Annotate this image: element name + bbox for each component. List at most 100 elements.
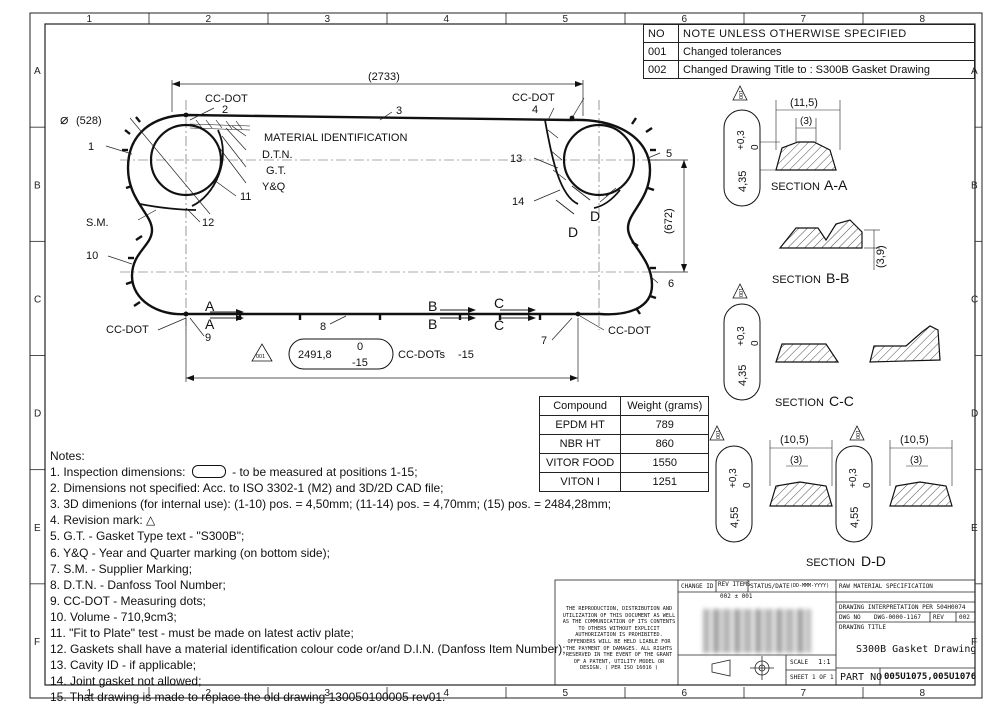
drawing-title-label: DRAWING TITLE [839, 624, 886, 631]
border-ticks [30, 13, 982, 698]
rev-value: 002 [959, 614, 970, 621]
revision-note: Changed Drawing Title to : S300B Gasket … [678, 60, 975, 79]
section-dd-tol-upper-right: +0,3 [848, 468, 859, 488]
section-dd-tol-upper-left: +0,3 [728, 468, 739, 488]
projection-symbol-icon [711, 656, 774, 680]
revision-no: 001 [643, 42, 679, 61]
weights-header-weight: Weight (grams) [620, 396, 710, 416]
section-bb-title-prefix: SECTION [772, 274, 821, 286]
border-col-label: 2 [206, 14, 212, 25]
pos-8: 8 [320, 321, 326, 333]
inner-frame [44, 23, 976, 686]
border-row-label: E [34, 523, 41, 534]
right-port-ring [562, 123, 636, 197]
section-cc-value: 4,35 [737, 365, 749, 386]
gasket-main-view [105, 80, 688, 382]
dwg-no-label: DWG NO [839, 614, 861, 621]
border-col-label: 8 [920, 14, 926, 25]
change-id-label: CHANGE ID [681, 583, 714, 590]
pos-14: 14 [512, 196, 524, 208]
revision-triangle-icon [251, 343, 273, 362]
border-row-label: B [34, 180, 41, 191]
notes-block: Notes: 1. Inspection dimensions: - to be… [50, 448, 611, 706]
section-bb-profile [778, 219, 863, 249]
revision-mark: 001 [739, 90, 745, 99]
pos-12: 12 [202, 217, 214, 229]
part-no-label: PART NO [840, 672, 883, 683]
cc-dot-label-bottom-right: CC-DOT [608, 325, 651, 337]
section-dd-value-left: 4,55 [729, 507, 741, 528]
table-row: 001 Changed tolerances [643, 42, 975, 61]
revision-table: NO NOTE UNLESS OTHERWISE SPECIFIED 001 C… [643, 24, 975, 79]
border-row-label: A [971, 66, 978, 77]
yq-label: Y&Q [262, 181, 286, 193]
weight-cell: 789 [620, 415, 710, 435]
section-aa-title-letter: A-A [824, 177, 848, 193]
section-cc-profile-right [869, 325, 941, 363]
section-dd-title-prefix: SECTION [806, 557, 855, 569]
section-aa-tol-lower: 0 [750, 144, 761, 150]
note-1-text: 1. Inspection dimensions: [50, 465, 186, 480]
note-item: 8. D.T.N. - Danfoss Tool Number; [50, 577, 226, 592]
pos-2: 2 [222, 104, 228, 116]
note-4-text: 4. Revision mark: [50, 513, 143, 528]
note-item: 7. S.M. - Supplier Marking; [50, 561, 193, 576]
main-view-labels: (2733) ⌀ (528) (672) CC-DOT CC-DOT CC-DO… [60, 71, 675, 370]
border-row-label: F [971, 637, 977, 648]
pos-3: 3 [396, 105, 402, 117]
border-col-label: 5 [563, 14, 569, 25]
revision-triangle-icon: △ [146, 513, 156, 528]
section-aa-dim-inner: (3) [800, 116, 812, 127]
revision-mark: 001 [739, 288, 745, 297]
section-bb-title-letter: B-B [826, 270, 849, 286]
section-aa-profile [775, 141, 837, 171]
gasket-outline [126, 113, 654, 316]
section-letter-d-right: D [590, 208, 600, 224]
dim-length: (2733) [368, 71, 400, 83]
section-cc-tol-upper: +0,3 [736, 326, 747, 346]
border-row-label: B [971, 180, 978, 191]
section-letter-c-top: C [494, 295, 504, 311]
section-dd: 001 001 4,55 4,55 +0,3 0 +0,3 0 (10,5) (… [709, 425, 953, 569]
drawing-interpretation: DRAWING INTERPRETATION PER 504H0074 [839, 604, 966, 611]
section-letter-b-bottom: B [428, 316, 437, 332]
note-1-text-after: - to be measured at positions 1-15; [232, 465, 418, 480]
border-col-label: 1 [87, 688, 93, 699]
raw-material-label: RAW MATERIAL SPECIFICATION [839, 583, 933, 590]
inspection-capsule [723, 303, 761, 401]
compound-cell: EPDM HT [538, 415, 622, 435]
pos-7: 7 [541, 335, 547, 347]
revision-mark: 001 [856, 430, 862, 439]
border-col-label: 7 [801, 14, 807, 25]
compound-cell: VITON I [538, 472, 622, 492]
revision-mark: 001 [716, 430, 722, 439]
cc-dot-label-top-right: CC-DOT [512, 92, 555, 104]
dtn-label: D.T.N. [262, 149, 293, 161]
revision-triangle-icon [732, 85, 748, 101]
pos-10: 10 [86, 250, 98, 262]
signature-redacted [703, 609, 811, 653]
section-aa: 001 4,35 +0,3 0 (11,5) (3) SECTION A-A [723, 85, 848, 207]
weight-cell: 860 [620, 434, 710, 454]
measure-value: 2491,8 [298, 349, 332, 361]
section-dd-title-letter: D-D [861, 553, 886, 569]
gt-label: G.T. [266, 165, 286, 177]
border-col-label: 6 [682, 688, 688, 699]
note-item: 15. That drawing is made to replace the … [50, 690, 446, 705]
dim-diameter: (528) [76, 115, 102, 127]
rev-items-value: 002 ± 001 [720, 593, 753, 600]
note-item: 10. Volume - 710,9cm3; [50, 609, 177, 624]
border-row-label: C [34, 294, 41, 305]
capsule-icon [191, 465, 226, 479]
border-row-label: A [34, 66, 41, 77]
section-cc: 001 4,35 +0,3 0 SECTION C-C [723, 283, 941, 409]
border-col-label: 1 [87, 14, 93, 25]
pos-1: 1 [88, 141, 94, 153]
pos-13: 13 [510, 153, 522, 165]
border-col-label: 6 [682, 14, 688, 25]
material-identification-label: MATERIAL IDENTIFICATION [264, 132, 407, 144]
inspection-capsule-left [715, 445, 753, 543]
